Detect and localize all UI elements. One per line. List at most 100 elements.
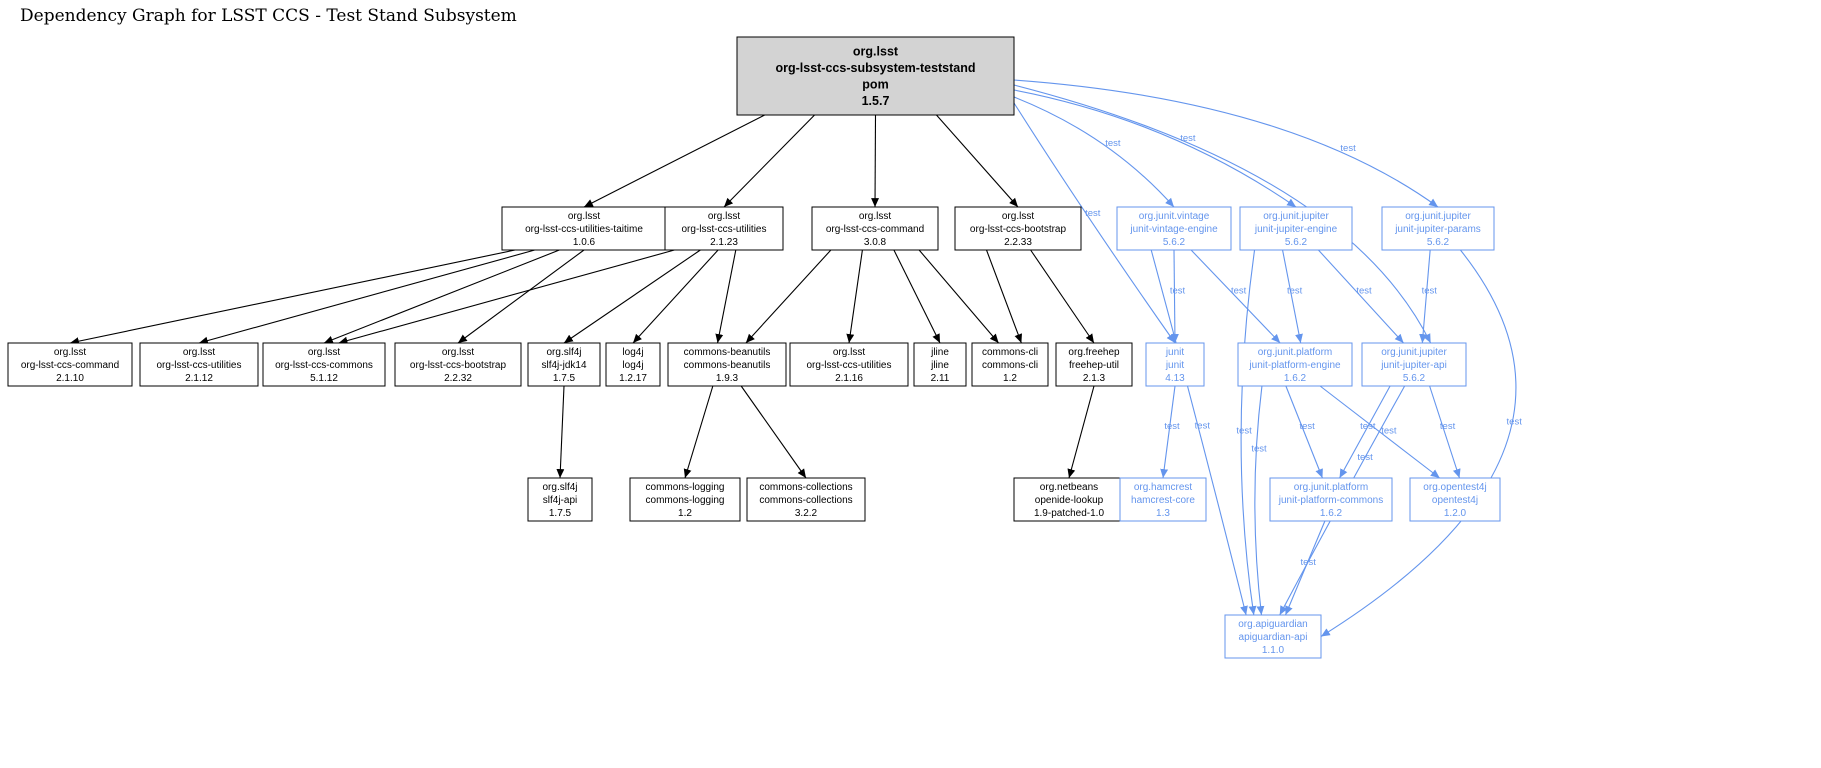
node-label-line: 2.1.3 (1083, 373, 1106, 384)
node-box (1116, 206, 1232, 251)
node-label-line: org.lsst (442, 347, 474, 358)
edge-vintage-apiguard (1150, 249, 1248, 616)
node-label-line: 3.2.2 (795, 508, 818, 519)
node-label-line: commons-collections (759, 495, 852, 506)
node-label-line: 1.0.6 (573, 237, 596, 248)
node-label-line: junit (1165, 347, 1185, 358)
node-box (139, 342, 259, 387)
node-label-line: 1.2.0 (1444, 508, 1467, 519)
node-root: org.lsst org-lsst-ccs-subsystem-teststand… (736, 36, 1015, 116)
node-label-line: org.opentest4j (1423, 482, 1486, 493)
node-vintage: org.junit.vintagejunit-vintage-engine5.6… (1116, 206, 1232, 251)
node-label-line: 1.6.2 (1284, 373, 1307, 384)
node-label-line: org-lsst-ccs-bootstrap (410, 360, 507, 371)
node-label-line: org-lsst-ccs-subsystem-teststand (775, 61, 975, 75)
node-label-line: org-lsst-ccs-bootstrap (970, 224, 1067, 235)
edge-util2123-commons5112 (338, 249, 675, 345)
node-label-line: commons-beanutils (684, 347, 771, 358)
node-label-line: 2.1.23 (710, 237, 738, 248)
node-label-line: 1.3 (1156, 508, 1170, 519)
edge-jengine-japi (1317, 249, 1405, 344)
node-label-line: org.junit.vintage (1139, 211, 1210, 222)
node-label-line: org.lsst (308, 347, 340, 358)
node-box (1361, 342, 1467, 387)
node-label-line: commons-logging (646, 482, 725, 493)
node-label-line: 5.6.2 (1163, 237, 1186, 248)
node-label-line: 2.1.16 (835, 373, 863, 384)
edge-japi-opentest (1429, 385, 1461, 479)
edge-cmd308-util2116 (846, 249, 863, 344)
node-label-line: org.apiguardian (1238, 619, 1308, 630)
edge-slf4jjdk14-slf4japi (556, 385, 565, 479)
node-label-line: freehep-util (1069, 360, 1119, 371)
node-commonscollections: commons-collectionscommons-collections3.… (746, 477, 866, 522)
node-box (1145, 342, 1205, 387)
node-label-line: junit-jupiter-engine (1254, 224, 1338, 235)
node-label-line: org-lsst-ccs-utilities (806, 360, 891, 371)
node-label-line: 1.2 (1003, 373, 1017, 384)
edge-label-test: test (1381, 426, 1397, 437)
node-box (1239, 206, 1353, 251)
edge-util2123-log4j (632, 249, 719, 344)
edge-root-jengine (1013, 89, 1297, 208)
node-label-line: 2.11 (931, 373, 950, 384)
node-box (527, 342, 601, 387)
node-label-line: org.hamcrest (1134, 482, 1193, 493)
edge-label-test: test (1251, 443, 1267, 454)
edge-jparams-apiguard (1320, 249, 1517, 637)
edge-jengine-pengine (1282, 249, 1303, 344)
node-jengine: org.junit.jupiterjunit-jupiter-engine5.6… (1239, 206, 1353, 251)
edge-cmd308-jline (893, 249, 941, 344)
node-box (605, 342, 661, 387)
node-box (954, 206, 1082, 251)
node-label-line: org.slf4j (546, 347, 581, 358)
node-label-line: 2.2.33 (1004, 237, 1032, 248)
node-label-line: 1.2.17 (619, 373, 647, 384)
node-box (1237, 342, 1353, 387)
node-label-line: org.junit.jupiter (1405, 211, 1471, 222)
edge-vintage-junit (1170, 249, 1179, 344)
edge-root-boot2233 (936, 114, 1019, 208)
node-label-line: 1.1.0 (1262, 645, 1285, 656)
node-label-line: org.lsst (853, 45, 899, 59)
node-label-line: 1.7.5 (553, 373, 576, 384)
edge-boot2233-commonscli (985, 249, 1022, 344)
edge-util2123-slf4jjdk14 (563, 249, 701, 344)
node-box (527, 477, 593, 522)
node-label-line: 1.7.5 (549, 508, 572, 519)
node-box (667, 342, 787, 387)
edge-label-test: test (1180, 133, 1196, 144)
node-label-line: 1.9-patched-1.0 (1034, 508, 1104, 519)
node-openide: org.netbeansopenide-lookup1.9-patched-1.… (1013, 477, 1125, 522)
edge-taitime-cmd2110 (69, 249, 516, 346)
edge-label-test: test (1287, 286, 1303, 297)
node-label-line: org.lsst (54, 347, 86, 358)
edge-freehep-openide (1067, 385, 1095, 479)
node-box (971, 342, 1049, 387)
node-box (746, 477, 866, 522)
node-label-line: org-lsst-ccs-commons (275, 360, 373, 371)
node-label-line: org.lsst (1002, 211, 1034, 222)
node-label-line: 1.9.3 (716, 373, 739, 384)
node-jparams: org.junit.jupiterjunit-jupiter-params5.6… (1381, 206, 1495, 251)
node-label-line: org-lsst-ccs-utilities-taitime (525, 224, 643, 235)
edge-boot2233-freehep (1030, 249, 1095, 344)
node-label-line: org-lsst-ccs-utilities (156, 360, 241, 371)
edge-label-test: test (1440, 421, 1456, 432)
edge-root-util2123 (723, 114, 815, 208)
edge-root-junit (1013, 102, 1176, 344)
node-box (1224, 614, 1322, 659)
edge-label-test: test (1301, 557, 1317, 568)
node-box (629, 477, 741, 522)
node-label-line: org.junit.jupiter (1263, 211, 1329, 222)
node-label-line: 1.5.7 (862, 94, 890, 108)
